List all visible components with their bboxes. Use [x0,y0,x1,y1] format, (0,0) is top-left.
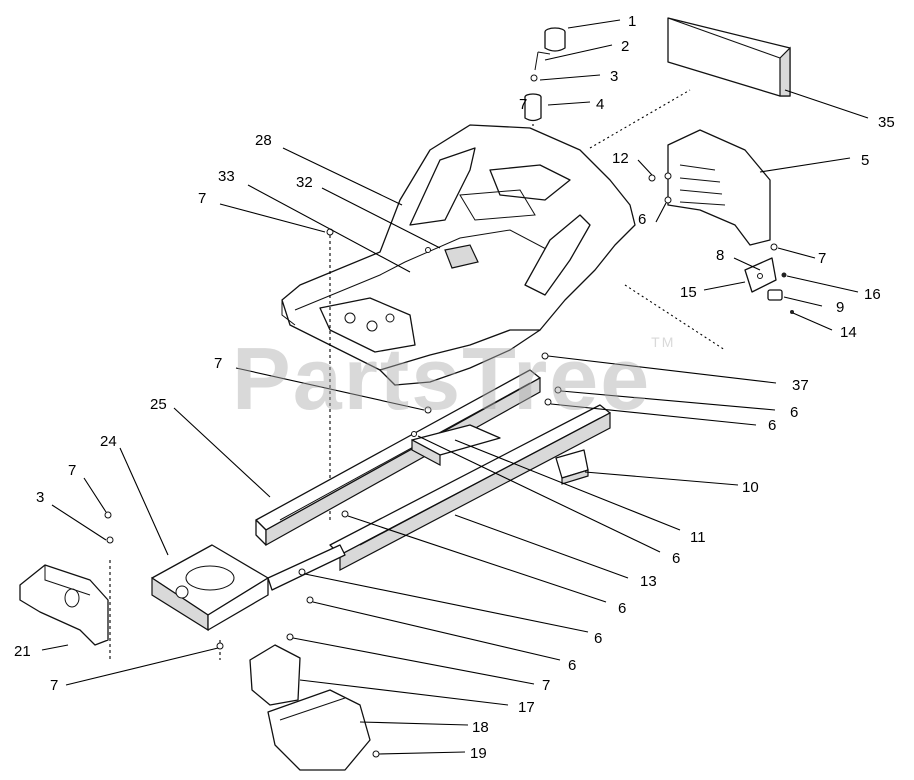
callout-3: 3 [610,68,618,85]
part-3-washer-b [106,536,114,544]
callout-7-rail: 7 [214,355,222,372]
part-3-washer [530,74,538,82]
callout-3-front: 3 [36,489,44,506]
part-16-nut [781,272,787,278]
callout-10: 10 [742,479,759,496]
part-6-nut-c [544,398,552,406]
part-6-nut-e [341,510,349,518]
part-1-knob [544,27,566,52]
part-5-rear-panel [664,129,771,246]
part-6-nut-f [298,568,306,576]
callout-7-front: 7 [68,462,76,479]
callout-5: 5 [861,152,869,169]
part-21-front-bracket [19,564,109,646]
part-6-nut-g [306,596,314,604]
part-18-lower-shroud [267,689,371,771]
callout-19: 19 [470,745,487,762]
callout-labels: 1 2 3 4 7 35 28 5 12 33 32 7 6 7 8 16 15… [14,13,895,762]
part-13-frame-rail [329,404,611,571]
callout-7-shroud: 7 [542,677,550,694]
callout-6-plate-b: 6 [594,630,602,647]
part-7-bolt-b [424,406,432,414]
callout-7-panel: 7 [818,250,826,267]
callout-7-seat: 7 [198,190,206,207]
part-4-bushing [524,93,542,122]
callout-37: 37 [792,377,809,394]
part-6-nut-d [411,431,417,437]
callout-1: 1 [628,13,636,30]
part-19-screw [372,750,380,758]
part-35-bar [667,17,791,97]
callout-6-cross: 6 [672,550,680,567]
callout-24: 24 [100,433,117,450]
part-24-front-plate [151,544,346,632]
part-28-fender [281,124,636,386]
part-37-nut [541,352,549,360]
callout-8: 8 [716,247,724,264]
part-7-bolt-d [104,511,112,519]
callout-18: 18 [472,719,489,736]
callout-13: 13 [640,573,657,590]
callout-4: 4 [596,96,604,113]
part-7-bolt-e [216,642,224,650]
callout-35: 35 [878,114,895,131]
callout-6-plate-c: 6 [568,657,576,674]
part-6-nut-a [664,196,672,204]
part-12-bolt [648,174,656,182]
callout-32: 32 [296,174,313,191]
callout-25: 25 [150,396,167,413]
part-7-bolt-f [770,243,778,251]
callout-9: 9 [836,299,844,316]
leader-lines [41,19,869,755]
part-8-bracket [744,257,777,293]
callout-2: 2 [621,38,629,55]
callout-15: 15 [680,284,697,301]
callout-6-plate-a: 6 [618,600,626,617]
callout-6-rail-a: 6 [790,404,798,421]
callout-28: 28 [255,132,272,149]
part-17-shroud [249,644,301,706]
part-32-label [425,247,431,253]
callout-6-panel: 6 [638,211,646,228]
callout-16: 16 [864,286,881,303]
callout-14: 14 [840,324,857,341]
part-9-clip [767,289,783,301]
part-10-bracket [555,449,589,485]
callout-11: 11 [690,529,706,546]
callout-33: 33 [218,168,235,185]
callout-17: 17 [518,699,535,716]
part-2-pin [534,51,551,71]
part-7-bolt-c [286,633,294,641]
callout-7-shaft: 7 [519,96,527,113]
callout-7-bracket: 7 [50,677,58,694]
callout-6-rail-b: 6 [768,417,776,434]
callout-21: 21 [14,643,31,660]
callout-12: 12 [612,150,629,167]
part-6-nut-b [554,386,562,394]
part-25-frame-rail [255,369,541,547]
